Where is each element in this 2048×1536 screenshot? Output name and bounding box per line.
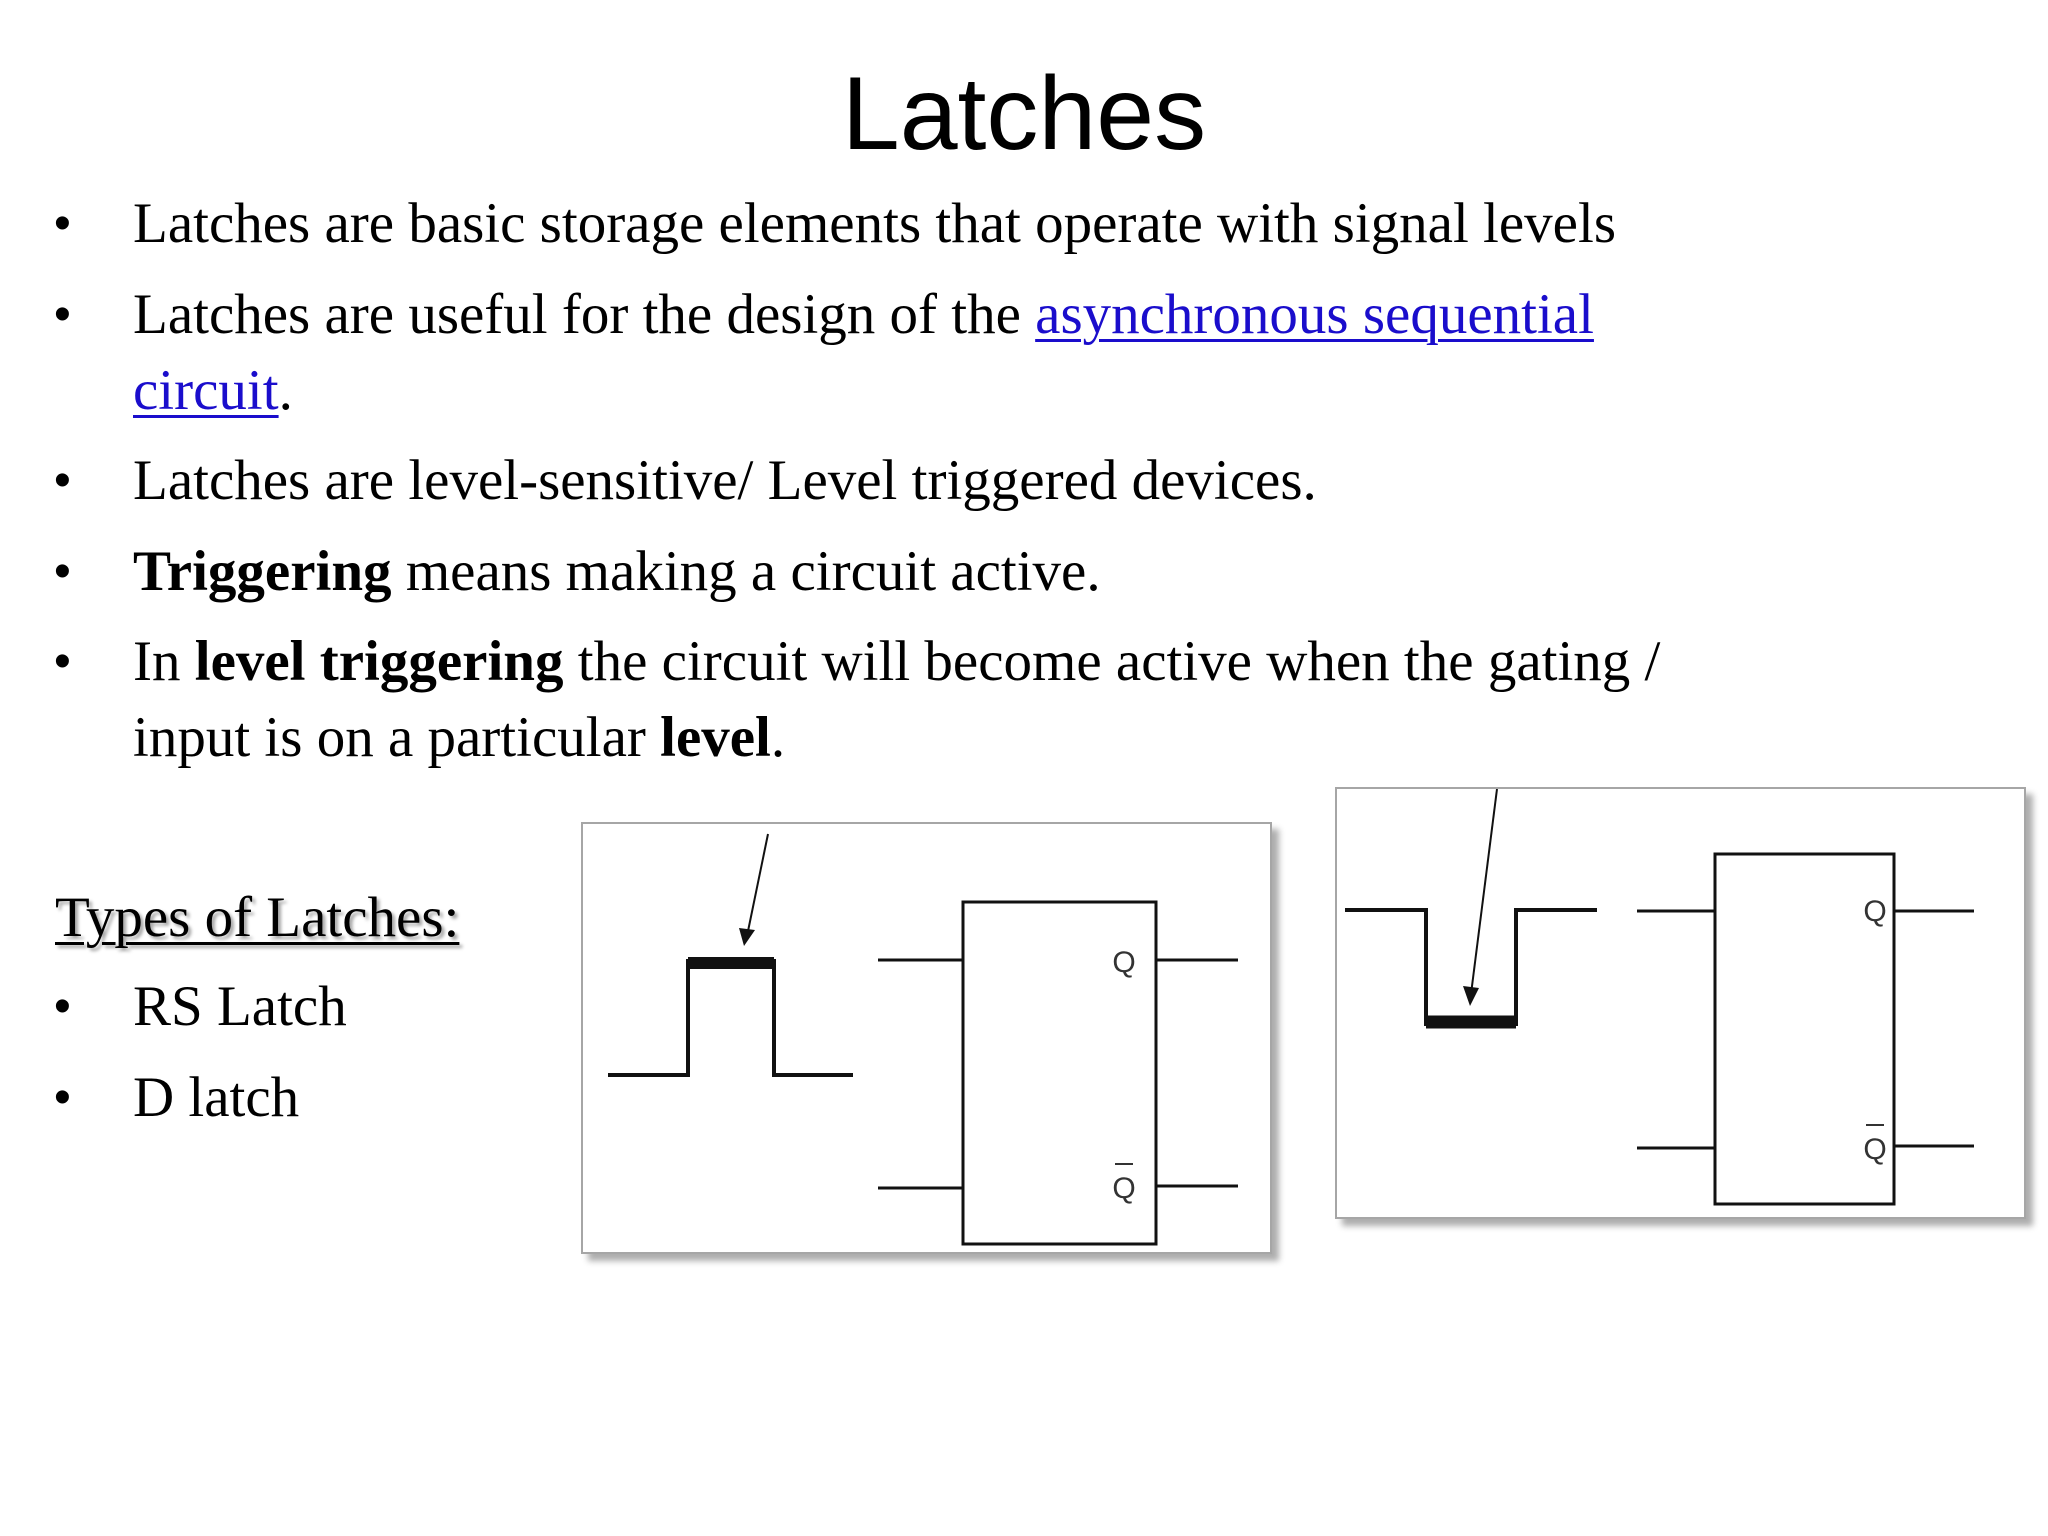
bullet-dot: • [54,545,71,598]
bullet-list: • Latches are basic storage elements tha… [54,186,1943,776]
bullet-level-triggering: • In level triggering the circuit will b… [54,624,1943,776]
positive-level-latch-figure: Q Q [581,822,1272,1254]
trigger-arrow-head [1463,986,1479,1006]
trigger-arrow-head [739,928,755,946]
slide-title: Latches [841,56,1207,172]
negative-level-latch-figure: Q Q [1335,787,2026,1219]
positive-level-diagram: Q Q [608,833,1238,1246]
bullet-asynchronous-design: • Latches are useful for the design of t… [54,277,1943,429]
bullet-dot: • [54,635,71,688]
positive-pulse-waveform [608,959,853,1077]
q-output-label: Q [1112,946,1135,979]
negative-level-diagram: Q Q [1345,789,1974,1206]
qbar-output-label: Q [1863,1133,1886,1166]
bullet-triggering: • Triggering means making a circuit acti… [54,534,1943,610]
q-output-label: Q [1863,895,1886,928]
latch-block [961,900,1158,1246]
latch-block [1713,852,1896,1206]
bullet-dot: • [54,197,71,250]
type-item-d-latch: • D latch [54,1060,1943,1136]
bullet-dot: • [54,288,71,341]
bullet-dot: • [54,980,71,1033]
type-item-rs-latch: • RS Latch [54,969,1943,1045]
bullet-dot: • [54,454,71,507]
qbar-output-label: Q [1112,1172,1135,1205]
bullet-level-sensitive: • Latches are level-sensitive/ Level tri… [54,443,1943,519]
bullet-storage-elements: • Latches are basic storage elements tha… [54,186,1943,262]
trigger-arrow [1470,789,1498,995]
types-of-latches-heading: Types of Latches: [55,886,460,949]
trigger-arrow [746,833,769,937]
negative-pulse-waveform [1345,908,1597,1026]
bullet-dot: • [54,1071,71,1124]
